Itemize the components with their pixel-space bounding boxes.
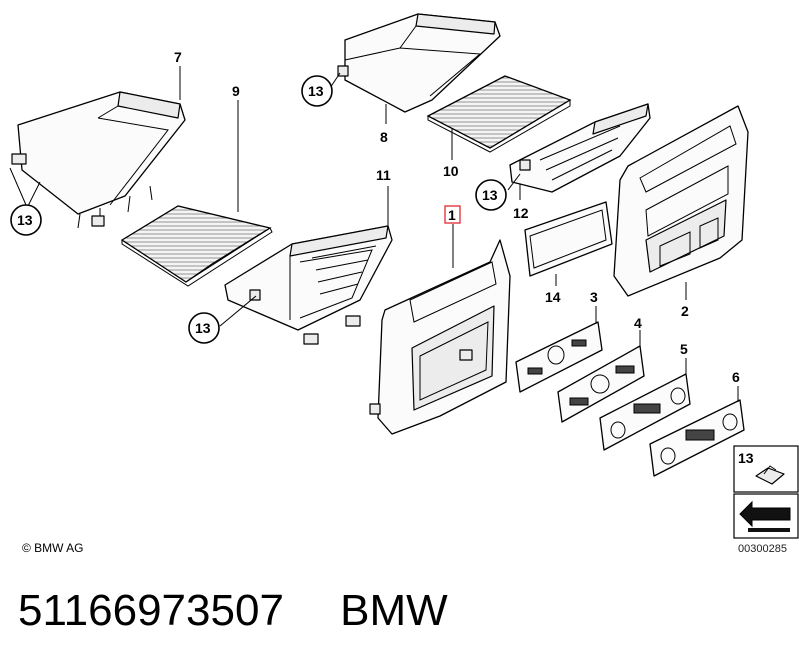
callout-14: 14 <box>545 289 561 305</box>
callout-7: 7 <box>174 49 182 65</box>
diagram-id-label: 00300285 <box>738 543 787 555</box>
callout-5: 5 <box>680 341 688 357</box>
callout-13-left: 13 <box>10 204 42 236</box>
storage-compartment-part-7 <box>11 91 186 229</box>
part-number: 51166973507 <box>18 586 284 635</box>
control-panel-part-6 <box>649 399 745 477</box>
callout-1: 1 <box>448 207 456 223</box>
arrow-box <box>733 493 799 539</box>
compartment-part-11 <box>224 225 393 345</box>
callout-4: 4 <box>634 315 642 331</box>
caption: 51166973507 BMW <box>18 584 448 638</box>
parts-diagram: 7 9 8 10 11 12 14 3 2 4 5 6 1 13 13 13 1… <box>9 13 799 539</box>
legend-box-13: 13 <box>733 445 799 493</box>
trim-frame-part-2 <box>613 105 749 297</box>
callout-11: 11 <box>376 167 391 183</box>
callout-3: 3 <box>590 289 598 305</box>
svg-text:13: 13 <box>17 212 33 228</box>
callout-9: 9 <box>232 83 240 99</box>
callout-2: 2 <box>681 303 689 319</box>
compartment-part-12 <box>509 103 651 193</box>
legend-label-13: 13 <box>738 450 754 466</box>
control-panel-part-3 <box>515 321 603 393</box>
callout-1-highlight-box <box>444 205 461 224</box>
control-panel-part-4 <box>557 345 645 423</box>
compartment-part-8 <box>337 13 501 113</box>
callout-10: 10 <box>443 163 459 179</box>
leader-13-a2 <box>27 181 41 207</box>
filter-mat-part-10 <box>426 75 572 153</box>
panel-part-14 <box>524 201 613 277</box>
callout-13-middle: 13 <box>188 312 220 344</box>
svg-text:13: 13 <box>195 320 211 336</box>
callout-8: 8 <box>380 129 388 145</box>
filter-mat-part-9 <box>120 205 273 287</box>
leader-13-c <box>219 295 257 327</box>
svg-text:13: 13 <box>482 187 498 203</box>
callout-12: 12 <box>513 205 529 221</box>
callout-6: 6 <box>732 369 740 385</box>
leader-13-d <box>507 173 521 191</box>
callout-13-top: 13 <box>301 75 333 107</box>
trim-frame-part-1 <box>369 239 511 435</box>
control-panel-part-5 <box>599 373 691 451</box>
copyright-label: © BMW AG <box>22 541 84 555</box>
svg-text:13: 13 <box>308 83 324 99</box>
leader-13-a <box>9 167 27 206</box>
brand-name: BMW <box>340 586 448 635</box>
callout-13-right: 13 <box>475 179 507 211</box>
